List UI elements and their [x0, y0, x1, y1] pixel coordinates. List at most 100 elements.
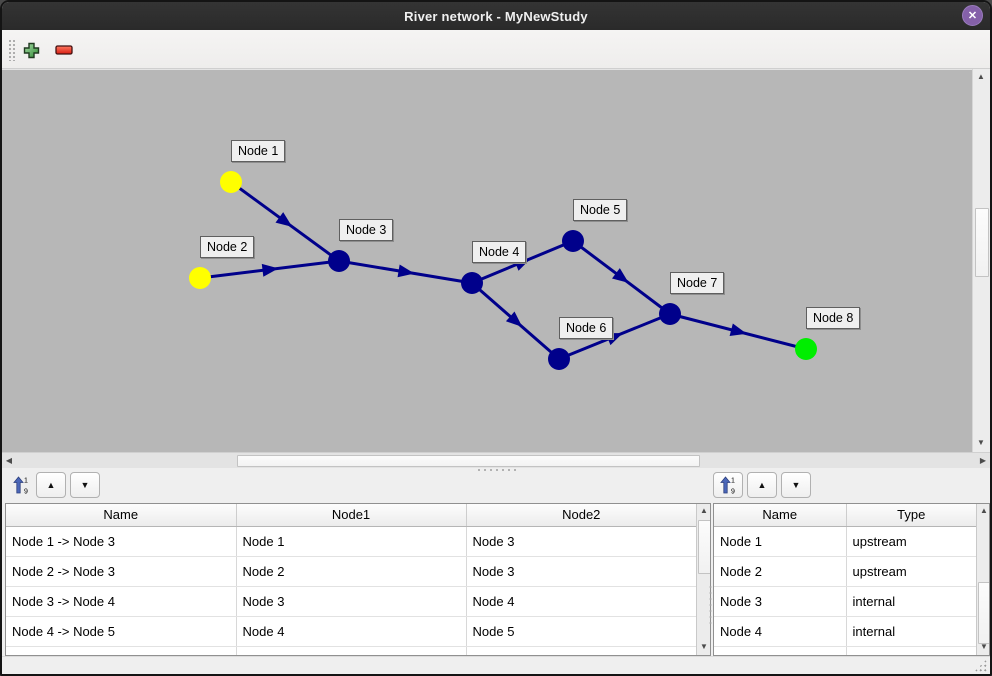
edge-arrow-icon — [611, 268, 629, 283]
triangle-down-icon: ▼ — [80, 480, 90, 490]
triangle-down-icon: ▼ — [791, 480, 801, 490]
canvas-vertical-scrollbar[interactable]: ▲ ▼ — [972, 69, 990, 452]
canvas-horizontal-scrollbar-thumb[interactable] — [237, 455, 700, 467]
scroll-up-icon[interactable]: ▲ — [977, 72, 985, 81]
table-cell: Node 2 — [236, 556, 467, 587]
links-move-down-button[interactable]: ▼ — [70, 472, 100, 498]
table-cell: Node 1 — [236, 526, 467, 557]
links-sort-button[interactable]: 1 9 — [6, 472, 36, 498]
links-move-up-button[interactable]: ▲ — [36, 472, 66, 498]
svg-text:1: 1 — [731, 477, 735, 484]
node-n4[interactable] — [461, 272, 483, 294]
node-n1[interactable] — [220, 171, 242, 193]
sort-ascending-icon: 1 9 — [720, 475, 735, 495]
network-canvas[interactable]: Node 1 Node 2 Node 3 Node 4 Node 5 Node 6 Node… — [2, 69, 972, 452]
sort-ascending-icon: 1 9 — [13, 475, 28, 495]
nodes-move-up-button[interactable]: ▲ — [747, 472, 777, 498]
edge-arrow-icon — [729, 323, 747, 337]
table-cell: Node 3 — [466, 556, 696, 587]
vertical-splitter-handle[interactable] — [708, 583, 713, 627]
nodes-move-down-button[interactable]: ▼ — [781, 472, 811, 498]
main-toolbar — [2, 30, 990, 69]
scroll-down-icon[interactable]: ▼ — [977, 438, 985, 447]
node-label[interactable]: Node 2 — [200, 236, 255, 258]
node-n8[interactable] — [795, 338, 817, 360]
scroll-down-icon[interactable]: ▼ — [980, 642, 988, 651]
node-n2[interactable] — [189, 267, 211, 289]
column-header[interactable]: Name — [6, 504, 237, 527]
table-cell: Node 4 — [236, 616, 467, 647]
node-label[interactable]: Node 8 — [806, 307, 861, 329]
nodes-table-scrollbar-thumb[interactable] — [978, 582, 989, 644]
links-table-scrollbar-thumb[interactable] — [698, 520, 710, 574]
window-title: River network - MyNewStudy — [404, 8, 588, 24]
node-n7[interactable] — [659, 303, 681, 325]
node-n5[interactable] — [562, 230, 584, 252]
table-cell: Node 1 -> Node 3 — [6, 526, 237, 557]
table-cell: Node 2 — [714, 556, 847, 587]
edge-arrow-icon — [397, 264, 415, 278]
node-label[interactable]: Node 1 — [231, 140, 286, 162]
horizontal-splitter-handle[interactable] — [475, 468, 519, 472]
resize-grip-icon[interactable] — [974, 659, 987, 672]
links-table-scrollbar[interactable]: ▲ ▼ — [696, 504, 710, 655]
svg-text:1: 1 — [24, 477, 28, 484]
titlebar[interactable]: River network - MyNewStudy ✕ — [2, 2, 990, 30]
node-label[interactable]: Node 4 — [472, 241, 527, 263]
table-cell: upstream — [846, 526, 976, 557]
plus-icon — [23, 42, 39, 58]
close-button[interactable]: ✕ — [962, 5, 983, 26]
scroll-right-icon[interactable]: ▶ — [979, 456, 987, 465]
table-cell: upstream — [846, 556, 976, 587]
node-n3[interactable] — [328, 250, 350, 272]
scroll-up-icon[interactable]: ▲ — [700, 506, 708, 515]
table-cell: Node 3 — [714, 586, 847, 617]
nodes-table-scrollbar[interactable]: ▲ ▼ — [976, 504, 989, 655]
node-label[interactable]: Node 5 — [573, 199, 628, 221]
column-header[interactable]: Type — [846, 504, 976, 527]
table-cell: Node 3 -> Node 4 — [6, 586, 237, 617]
node-label[interactable]: Node 7 — [670, 272, 725, 294]
nodes-sort-button[interactable]: 1 9 — [713, 472, 743, 498]
table-cell: internal — [846, 616, 976, 647]
canvas-horizontal-scrollbar[interactable]: ◀ ▶ — [2, 452, 990, 468]
edge-arrow-icon — [505, 311, 523, 327]
table-cell: Node 3 — [466, 526, 696, 557]
table-row-empty — [6, 646, 696, 655]
scroll-left-icon[interactable]: ◀ — [5, 456, 13, 465]
remove-node-button[interactable] — [55, 41, 73, 59]
column-header[interactable]: Name — [714, 504, 847, 527]
add-node-button[interactable] — [22, 41, 40, 59]
toolbar-drag-handle-icon[interactable] — [8, 39, 15, 61]
table-cell: Node 5 — [466, 616, 696, 647]
node-label[interactable]: Node 6 — [559, 317, 614, 339]
column-header[interactable]: Node2 — [466, 504, 696, 527]
column-header[interactable]: Node1 — [236, 504, 467, 527]
scroll-down-icon[interactable]: ▼ — [700, 642, 708, 651]
node-label[interactable]: Node 3 — [339, 219, 394, 241]
table-cell: Node 4 -> Node 5 — [6, 616, 237, 647]
canvas-vertical-scrollbar-thumb[interactable] — [975, 208, 989, 277]
table-cell: Node 2 -> Node 3 — [6, 556, 237, 587]
minus-icon — [55, 45, 73, 55]
node-n6[interactable] — [548, 348, 570, 370]
table-cell: Node 4 — [714, 616, 847, 647]
table-cell: Node 4 — [466, 586, 696, 617]
scroll-up-icon[interactable]: ▲ — [980, 506, 988, 515]
edge-arrow-icon — [275, 212, 293, 227]
table-cell: Node 1 — [714, 526, 847, 557]
status-bar — [2, 656, 990, 674]
svg-text:9: 9 — [731, 488, 735, 495]
